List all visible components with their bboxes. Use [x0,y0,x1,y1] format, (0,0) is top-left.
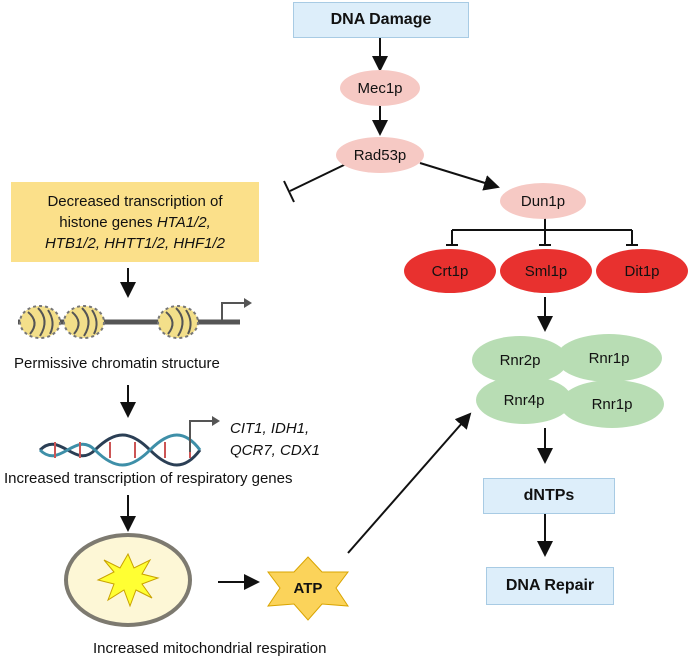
crt1p-node: Crt1p [404,249,496,293]
dna-repair-label: DNA Repair [505,577,595,594]
dntps-box: dNTPs [483,478,615,514]
rad53p-label: Rad53p [353,146,407,164]
rnr1p-top-label: Rnr1p [588,349,630,367]
rnr1p-bottom-node: Rnr1p [560,380,664,428]
tss-arrow-icon [221,302,244,322]
dna-damage-box: DNA Damage [293,2,469,38]
crt1p-label: Crt1p [431,262,469,280]
histone-line2-prefix: histone genes [59,213,157,231]
dun1p-node: Dun1p [500,183,586,219]
nucleosome-icon [157,305,199,339]
rnr1p-top-node: Rnr1p [556,334,662,382]
dna-repair-box: DNA Repair [486,567,614,605]
rnr4p-node: Rnr4p [476,376,572,424]
histone-line1: Decreased transcription of [47,192,223,210]
dun1p-label: Dun1p [520,192,566,210]
atp-star-icon [267,556,349,621]
sml1p-label: Sml1p [524,262,568,280]
arrow-atp-to-rnr [347,412,472,554]
mec1p-node: Mec1p [340,70,420,106]
inhibition-rad53p-to-histone [289,163,347,192]
histone-line3: HTB1/2, HHTT1/2, HHF1/2 [45,233,225,254]
mitochondrion-icon [64,533,192,627]
rad53p-node: Rad53p [336,137,424,173]
dit1p-label: Dit1p [624,262,660,280]
arrow-rad53p-to-dun1p [419,162,500,191]
dna-damage-label: DNA Damage [330,11,432,28]
genes-line2: QCR7, CDX1 [230,442,321,459]
histone-line2-genes: HTA1/2, [156,213,211,231]
dntps-label: dNTPs [523,487,575,504]
rnr1p-bottom-label: Rnr1p [591,395,633,413]
rnr2p-label: Rnr2p [499,351,541,369]
histone-line3-genes: HTB1/2, HHTT1/2, HHF1/2 [44,234,226,252]
mitochondrial-label: Increased mitochondrial respiration [93,640,327,657]
dit1p-node: Dit1p [596,249,688,293]
respiratory-label: Increased transcription of respiratory g… [4,470,293,487]
atp-label: ATP [293,580,323,597]
gene-tss-arrowhead-icon [212,416,220,426]
histone-line2: histone genes HTA1/2, [59,212,210,233]
genes-label: CIT1, IDH1, QCR7, CDX1 [230,418,320,462]
gene-tss-arrow-icon [189,420,212,452]
nucleosome-icon [19,305,61,339]
genes-line1: CIT1, IDH1, [230,420,310,437]
nucleosome-icon [63,305,105,339]
rnr4p-label: Rnr4p [503,391,545,409]
inhibition-bar-histone [283,180,295,203]
dna-helix-icon [38,433,202,467]
tss-arrowhead-icon [244,298,252,308]
mec1p-label: Mec1p [357,79,403,97]
chromatin-label: Permissive chromatin structure [14,355,220,372]
sml1p-node: Sml1p [500,249,592,293]
histone-box: Decreased transcription of histone genes… [11,182,259,262]
